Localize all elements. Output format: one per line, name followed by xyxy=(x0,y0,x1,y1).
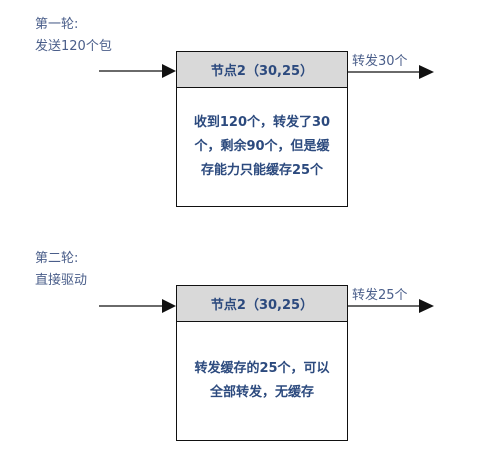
round-2-label: 第二轮: 直接驱动 xyxy=(35,248,87,292)
round-1-node-title: 节点2（30,25） xyxy=(177,52,347,88)
round-1-title: 第一轮: xyxy=(35,17,79,32)
round-2-input-arrowhead xyxy=(162,299,176,313)
round-1-subtitle: 发送120个包 xyxy=(35,39,112,54)
round-2-node-body: 转发缓存的25个，可以 全部转发，无缓存 xyxy=(194,361,330,400)
round-1-input-arrowhead xyxy=(162,64,176,78)
round-2-title: 第二轮: xyxy=(35,251,79,266)
round-1-label: 第一轮: 发送120个包 xyxy=(35,14,112,58)
round-1-node-body: 收到120个，转发了30 个，剩余90个，但是缓 存能力只能缓存25个 xyxy=(193,115,331,178)
round-1-node: 节点2（30,25） 收到120个，转发了30 个，剩余90个，但是缓 存能力只… xyxy=(176,51,348,207)
round-2-forward-label: 转发25个 xyxy=(352,288,408,303)
round-2-node-title: 节点2（30,25） xyxy=(177,286,347,322)
round-1-forward-label: 转发30个 xyxy=(352,54,408,69)
round-1-output-arrowhead xyxy=(419,65,434,79)
round-2-subtitle: 直接驱动 xyxy=(35,273,88,288)
round-2-node: 节点2（30,25） 转发缓存的25个，可以 全部转发，无缓存 xyxy=(176,285,348,441)
round-2-output-arrowhead xyxy=(419,299,434,313)
